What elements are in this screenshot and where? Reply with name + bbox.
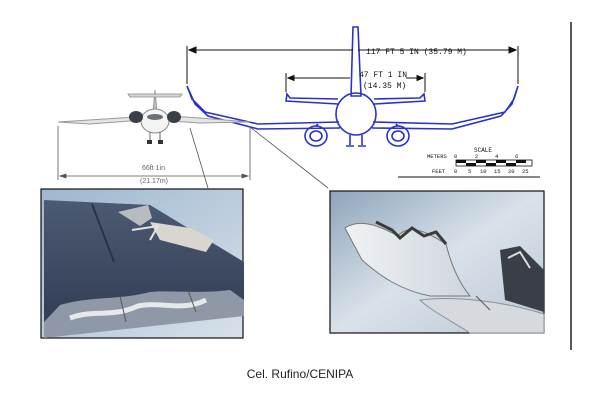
- scale-bar-segment: [486, 163, 496, 166]
- scale-bar-segment: [506, 163, 516, 166]
- connector-line-left: [189, 127, 209, 189]
- span-label-legacy-line2: (21.17m): [140, 178, 168, 185]
- stabilizer-dimension-737: [285, 73, 426, 92]
- connector-line-right: [249, 126, 329, 189]
- scale-feet-tick: 5: [468, 168, 471, 175]
- scale-feet-tick: 20: [508, 168, 515, 175]
- span-dimension-737: [186, 46, 519, 84]
- boeing-737-front-view: [186, 26, 519, 147]
- span-dimension-legacy: [57, 126, 251, 180]
- legacy-jet-front-view: [57, 89, 251, 144]
- scale-bar-segment: [456, 160, 466, 163]
- photo-737-winglet-damage: [329, 190, 545, 334]
- scale-feet-tick: 15: [494, 168, 501, 175]
- scale-feet-label: FEET: [432, 168, 446, 175]
- figure-caption: Cel. Rufino/CENIPA: [246, 367, 354, 381]
- scale-meters-label: METERS: [427, 153, 448, 160]
- scale-title: SCALE: [474, 147, 492, 154]
- stabilizer-label-737-line1: 47 FT 1 IN: [359, 71, 407, 80]
- scale-bar: SCALE METERS 0 2 4 6 FEET 0 5 10 15 20 2…: [398, 147, 540, 178]
- scale-bar-segment: [516, 160, 526, 163]
- scale-feet-tick: 0: [454, 168, 457, 175]
- photo-legacy-wing-damage: [40, 188, 244, 339]
- scale-bar-segment: [496, 160, 506, 163]
- scale-bar-segment: [466, 163, 476, 166]
- scale-meter-tick: 2: [475, 153, 478, 160]
- scale-feet-tick: 10: [480, 168, 487, 175]
- stabilizer-label-737-line2: (14.35 M): [363, 82, 406, 91]
- scale-bar-segment: [476, 160, 486, 163]
- scale-meter-tick: 6: [515, 153, 518, 160]
- span-label-737: 117 FT 5 IN (35.79 M): [366, 48, 467, 57]
- scale-meter-tick: 4: [495, 153, 499, 160]
- scale-feet-tick: 25: [522, 168, 529, 175]
- scale-meter-tick: 0: [454, 153, 457, 160]
- span-label-legacy-line1: 66ft 1in: [142, 165, 165, 172]
